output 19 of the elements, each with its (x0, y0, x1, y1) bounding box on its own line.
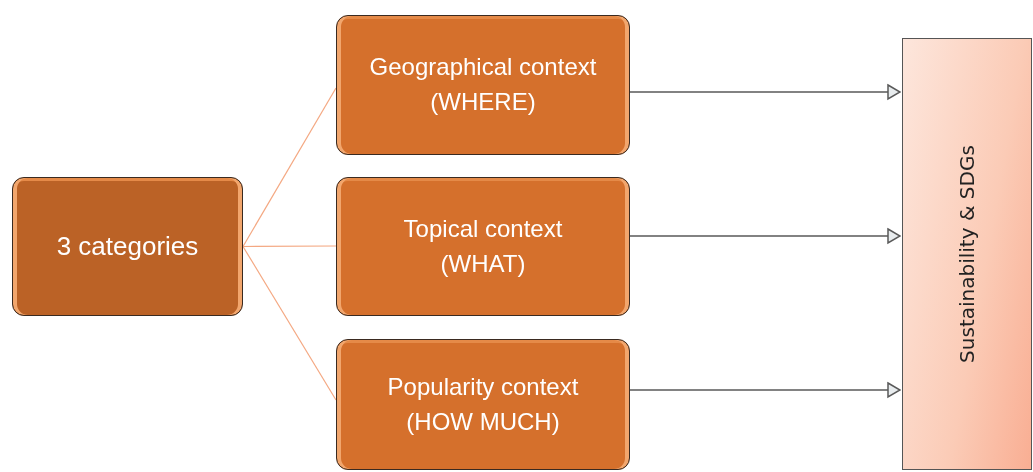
target-panel (902, 38, 1032, 470)
panel-label: Sustainability & SDGs (955, 145, 979, 363)
connector-line (242, 245, 337, 401)
category-box (336, 339, 630, 470)
category-box (336, 15, 630, 155)
box-label: 3 categories (55, 229, 200, 263)
box-label: (HOW MUCH) (405, 406, 561, 437)
connector-line (242, 245, 337, 248)
connector-line (242, 87, 337, 248)
box-label: (WHAT) (439, 248, 527, 279)
box-label: Topical context (402, 213, 564, 244)
arrow (629, 228, 901, 244)
box-label: Geographical context (368, 52, 598, 83)
box-label: Popularity context (386, 371, 580, 402)
box-label: (WHERE) (429, 87, 537, 117)
arrow (629, 382, 901, 398)
arrow (629, 84, 901, 100)
category-box (336, 177, 630, 316)
root-box (12, 177, 243, 316)
